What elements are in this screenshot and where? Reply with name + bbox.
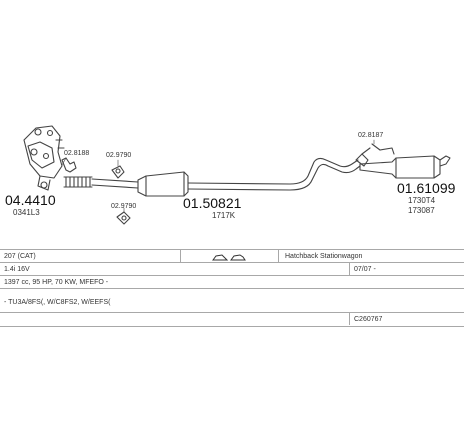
label-rear-silencer-code: 01.61099 (397, 180, 456, 196)
vehicle-model: 207 (CAT) (4, 253, 36, 260)
table-row: - TU3A/8FS(, W/C8FS2, W/EEFS( (0, 288, 464, 313)
production-date: 07/07 - (354, 266, 376, 273)
manifold-assembly (23, 125, 65, 191)
flex-pipe (63, 176, 93, 188)
table-row: 1397 cc, 95 HP, 70 KW, MFEFO - (0, 275, 464, 289)
label-middle-silencer-sub: 1717K (212, 211, 236, 220)
label-rear-silencer-sub2: 173087 (408, 206, 435, 215)
label-hanger-mid: 02.9790 (106, 152, 132, 159)
column-divider (180, 249, 181, 262)
column-divider (349, 262, 350, 275)
front-pipe (91, 178, 139, 189)
column-divider (278, 249, 279, 262)
clamp-mid (116, 211, 131, 225)
label-clamp-rear: 02.8187 (358, 132, 384, 139)
clamp-upper (61, 157, 77, 173)
engine-specs: 1397 cc, 95 HP, 70 KW, MFEFO - (4, 279, 109, 286)
label-rear-silencer-sub1: 1730T4 (408, 196, 436, 205)
table-row: 207 (CAT) Hatchback Stationwagon (0, 249, 464, 263)
exhaust-system-drawing (23, 125, 451, 225)
car-silhouette-icon (212, 254, 246, 261)
engine-type: 1.4i 16V (4, 266, 30, 273)
middle-silencer (137, 171, 189, 197)
hanger-mid (111, 165, 125, 179)
engine-codes: - TU3A/8FS(, W/C8FS2, W/EEFS( (4, 299, 111, 306)
intermediate-pipe (187, 157, 361, 191)
body-type: Hatchback Stationwagon (285, 253, 363, 260)
column-divider (349, 312, 350, 325)
catalog-number: C260767 (354, 316, 383, 323)
table-row: 1.4i 16V 07/07 - (0, 262, 464, 276)
table-row: C260767 (0, 312, 464, 327)
label-clamp-mid: 02.9790 (111, 203, 137, 210)
leader-lines (61, 139, 375, 213)
label-clamp-upper: 02.8188 (64, 150, 90, 157)
label-manifold-code: 04.4410 (5, 192, 56, 208)
label-manifold-sub: 0341L3 (13, 208, 40, 217)
label-middle-silencer-code: 01.50821 (183, 195, 242, 211)
rear-silencer (359, 147, 451, 179)
